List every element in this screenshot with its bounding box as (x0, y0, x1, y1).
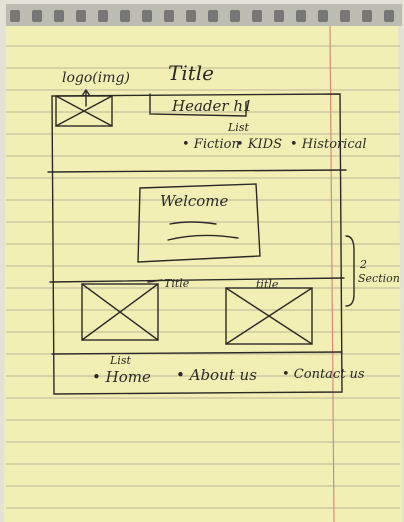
logo-cross-b (55, 95, 113, 127)
welcome-box (137, 183, 261, 263)
title-annotation: Title (168, 61, 214, 85)
welcome-text: Welcome (160, 192, 229, 210)
footer-divider (51, 351, 343, 355)
ruled-lines (6, 45, 400, 509)
page-frame (51, 93, 343, 395)
margin-line (329, 25, 335, 522)
footer-home: • Home (92, 368, 151, 386)
logo-box (55, 95, 113, 127)
footer-contact: • Contact us (282, 367, 365, 382)
nav-historical: • Historical (290, 137, 367, 152)
two-annotation: 2 (359, 258, 367, 271)
wireframe-sketch (47, 88, 355, 395)
section-title-right: title (256, 278, 279, 291)
logo-arrow-head (81, 88, 91, 97)
nav-kids: • KIDS (236, 137, 282, 152)
logo-annotation: logo(img) (62, 70, 130, 86)
header-divider (47, 169, 347, 173)
header-box (149, 93, 247, 117)
welcome-squiggle-1 (169, 221, 217, 225)
welcome-squiggle-2 (167, 234, 239, 241)
nav-fiction: • Fiction (182, 137, 240, 152)
spiral-binding (6, 4, 402, 26)
sections-divider (49, 277, 345, 283)
section-image-right (225, 287, 313, 345)
footer-about: • About us (176, 366, 257, 384)
section-title-left: Title (164, 277, 190, 290)
list-top-annotation: List (227, 121, 249, 134)
header-annotation: Header h1 (171, 97, 253, 115)
section-annotation: Section (358, 272, 400, 285)
list-bottom-annotation: List (109, 354, 131, 367)
sections-bracket (345, 235, 355, 307)
section-image-left (81, 283, 159, 341)
title-arrow (147, 279, 163, 283)
